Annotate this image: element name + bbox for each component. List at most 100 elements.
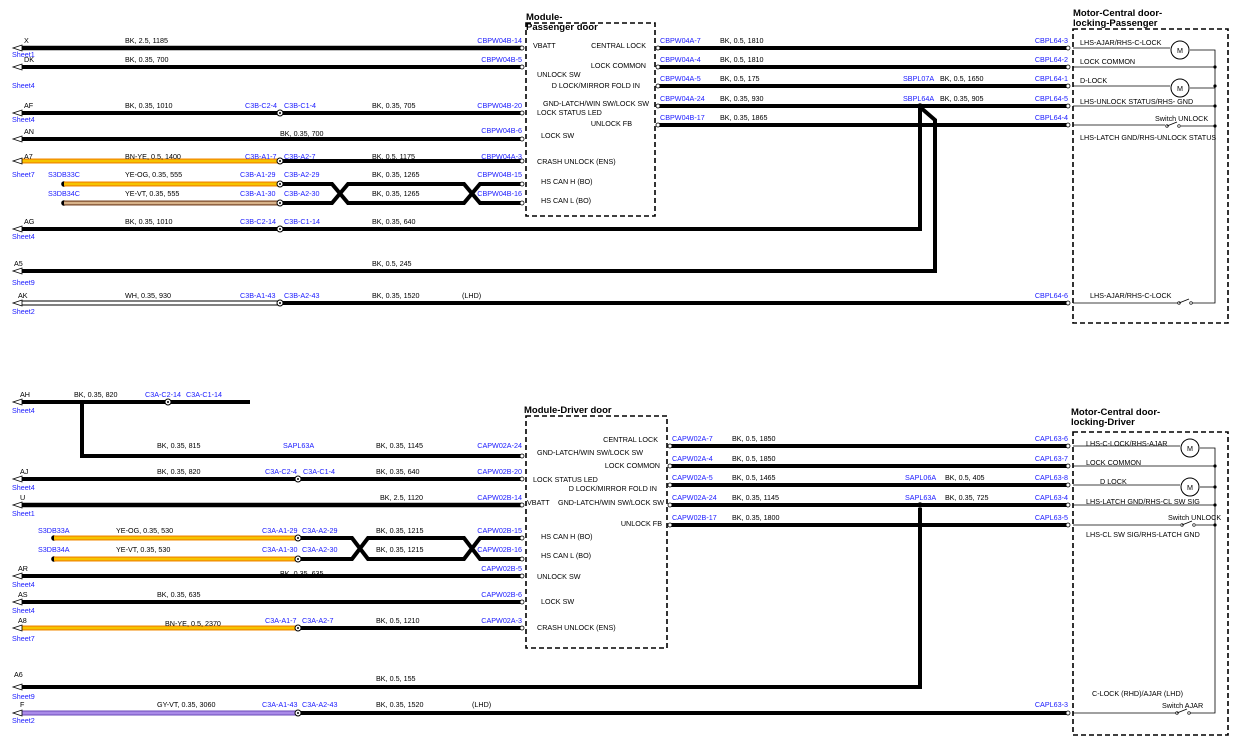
module-pin-label: HS CAN H (BO)	[541, 177, 593, 186]
wire-label: (LHD)	[472, 700, 491, 709]
connector-label: CBPW04B-6	[481, 126, 522, 135]
motor-m-symbol: M	[1187, 483, 1193, 492]
connector-label: CBPW04A-7	[660, 36, 701, 45]
motor-label: LHS-LATCH GND/RHS-UNLOCK STATUS	[1080, 133, 1216, 142]
wire-label: BK, 0.5, 1650	[940, 74, 984, 83]
wire-label: BK, 0.35, 1145	[732, 493, 779, 502]
connector-label: CBPW04B-5	[481, 55, 522, 64]
arrow-icon	[11, 572, 23, 580]
wire-label: BK, 0.5, 175	[720, 74, 760, 83]
connector-label: CBPL64-3	[1035, 36, 1068, 45]
pin-icon	[1065, 64, 1071, 70]
driver-module-box	[525, 415, 668, 649]
internal-line	[1190, 447, 1216, 714]
pin-icon	[1065, 103, 1071, 109]
connector-label: CAPL63-5	[1035, 513, 1068, 522]
driver-module-title: Module-Driver door	[524, 405, 612, 416]
wire-label: BK, 0.5, 245	[372, 259, 412, 268]
pin-icon	[667, 463, 673, 469]
pin-icon	[519, 476, 525, 482]
connector-label: CBPW04B-20	[477, 101, 522, 110]
connector-label: CBPL64-6	[1035, 291, 1068, 300]
wire-label: BK, 0.35, 1520	[372, 291, 420, 300]
pin-icon	[1065, 482, 1071, 488]
arrow-icon	[11, 225, 23, 233]
connector-label: CBPL64-4	[1035, 113, 1068, 122]
motor-label: LHS-AJAR/RHS-C-LOCK	[1090, 291, 1172, 300]
wire-label: YE-VT, 0.35, 530	[116, 545, 170, 554]
wire-label: BK, 0.5, 405	[945, 473, 985, 482]
inline-connector-center	[279, 183, 281, 185]
wire-label: BK, 2.5, 1120	[380, 493, 423, 502]
module-pin-label: CRASH UNLOCK (ENS)	[537, 623, 616, 632]
pin-icon	[1065, 443, 1071, 449]
wire-label: GY-VT, 0.35, 3060	[157, 700, 215, 709]
connector-label: C3A-C2-14	[145, 390, 181, 399]
connector-label: CAPW02B-17	[672, 513, 717, 522]
motor-icon	[1170, 40, 1190, 60]
module-pin-label: CENTRAL LOCK	[603, 435, 658, 444]
connector-label: CAPW02B-6	[481, 590, 522, 599]
module-pin-label: D LOCK/MIRROR FOLD IN	[552, 81, 640, 90]
wire	[22, 105, 937, 273]
motor-label: LHS-LATCH GND/RHS-CL SW SIG	[1086, 497, 1200, 506]
pin-icon	[519, 64, 525, 70]
arrow-icon	[11, 624, 23, 632]
connector-label: C3A-A1-43	[262, 700, 298, 709]
wire-label: A8	[18, 616, 27, 625]
wire-label: AG	[24, 217, 35, 226]
sheet-link: Sheet2	[12, 716, 35, 725]
connector-label: C3B-C1-4	[284, 101, 316, 110]
splice-label: SAPL63A	[905, 493, 936, 502]
pin-icon	[655, 122, 661, 128]
junction-dot	[1213, 523, 1217, 527]
wire-label: BK, 2.5, 1185	[125, 36, 168, 45]
connector-label: CAPW02A-3	[481, 616, 522, 625]
wire-label: BK, 0.5, 1210	[376, 616, 420, 625]
wire-label: BK, 0.35, 1215	[376, 526, 424, 535]
inline-connector-center	[279, 228, 281, 230]
sheet-link: Sheet4	[12, 483, 35, 492]
arrow-icon	[11, 109, 23, 117]
connector-label: CBPW04B-15	[477, 170, 522, 179]
motor-label: Switch UNLOCK	[1168, 513, 1221, 522]
junction-dot	[1213, 464, 1217, 468]
splice-label: S3DB34A	[38, 545, 70, 554]
junction-dot	[1213, 485, 1217, 489]
internal-line	[1190, 49, 1216, 304]
pin-icon	[1065, 83, 1071, 89]
wire	[80, 402, 522, 458]
module-pin-label: GND-LATCH/WIN SW/LOCK SW	[558, 498, 664, 507]
pin-icon	[519, 200, 525, 206]
module-pin-label: HS CAN L (BO)	[541, 196, 591, 205]
connector-label: C3B-A2-30	[284, 189, 320, 198]
arrow-icon	[11, 157, 23, 165]
inline-connector-center	[279, 160, 281, 162]
connector-label: CAPW02B-16	[477, 545, 522, 554]
module-pin-label: UNLOCK FB	[621, 519, 662, 528]
wire-label: X	[24, 36, 29, 45]
module-pin-label: LOCK COMMON	[605, 461, 660, 470]
pin-icon	[667, 443, 673, 449]
wire-label: YE-OG, 0.35, 530	[116, 526, 173, 535]
connector-label: C3B-C2-4	[245, 101, 277, 110]
connector-label: CAPW02B-20	[477, 467, 522, 476]
splice-label: S3DB34C	[48, 189, 80, 198]
arrow-icon	[11, 398, 23, 406]
wire-label: BK, 0.5, 1810	[720, 55, 764, 64]
sheet-link: Sheet2	[12, 307, 35, 316]
wire-label: AN	[24, 127, 34, 136]
connector-label: CAPL63-3	[1035, 700, 1068, 709]
connector-label: CBPL64-5	[1035, 94, 1068, 103]
junction-dot	[1213, 124, 1217, 128]
pin-icon	[1065, 522, 1071, 528]
pin-icon	[519, 556, 525, 562]
wire-label: AR	[18, 564, 28, 573]
pin-icon	[1065, 300, 1071, 306]
connector-label: CBPW04B-17	[660, 113, 705, 122]
wire-label: BK, 0.35, 1520	[376, 700, 424, 709]
arrow-icon	[11, 598, 23, 606]
sheet-link: Sheet4	[12, 115, 35, 124]
motor-label: LHS-C-LOCK/RHS-AJAR	[1086, 439, 1167, 448]
twisted-pair-wire	[462, 536, 482, 561]
